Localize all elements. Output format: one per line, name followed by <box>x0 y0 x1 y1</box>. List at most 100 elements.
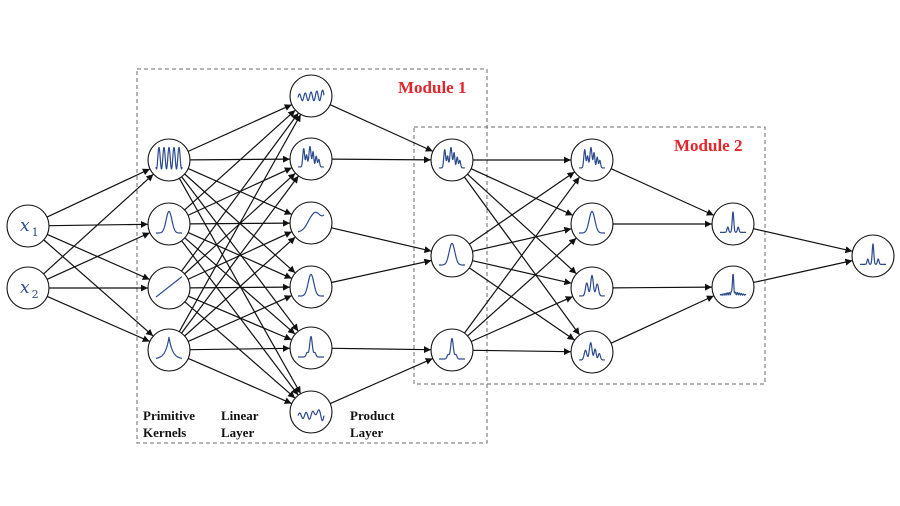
input-x2-symbol: x <box>20 278 30 298</box>
input-to-kernel-edge <box>46 295 150 342</box>
multi-peak-curve-icon <box>297 145 325 168</box>
kernel-to-linear-edge <box>189 344 290 352</box>
product-to-module2-edge <box>467 173 577 274</box>
kernel-to-linear-edge <box>181 175 299 334</box>
kernel-to-linear-edge <box>184 301 296 399</box>
node-primitive-kernels-1 <box>147 138 191 182</box>
module-2-box <box>413 126 766 385</box>
edges <box>43 104 853 405</box>
gaussian-curve-icon <box>297 273 325 297</box>
module-1-label: Module 1 <box>398 78 466 97</box>
linear-to-product-edge <box>331 227 432 253</box>
product-to-module2-edge <box>470 168 573 216</box>
product-to-module2-edge <box>467 237 577 337</box>
node-circle <box>147 202 191 246</box>
input-x1-subscript: 1 <box>32 226 39 239</box>
node-linear-layer-6 <box>289 390 333 434</box>
module2-linear-to-product-edge <box>610 168 714 216</box>
product-to-module2-edge <box>472 226 572 252</box>
spike-peaks-curve-icon <box>719 211 747 233</box>
periodic-curve-icon <box>155 146 183 170</box>
kernel-to-linear-edge <box>187 295 292 343</box>
node-circle <box>711 202 755 246</box>
input-to-kernel-edge <box>46 232 150 280</box>
multi-peak-curve-icon <box>438 146 466 169</box>
node-circle <box>570 138 614 182</box>
caption-linear-line2: Layer <box>221 425 254 440</box>
product-to-output-edge <box>753 228 853 254</box>
linear-to-product-edge <box>329 104 433 152</box>
node-module2-linear-3 <box>570 266 614 310</box>
node-module1-product-1 <box>430 138 474 182</box>
kernel-to-linear-edge <box>184 109 296 211</box>
node-module2-product-2 <box>711 265 755 309</box>
node-circle <box>851 234 895 278</box>
kernel-to-linear-edge <box>181 112 299 272</box>
caption-product-line1: Product <box>350 408 395 423</box>
node-circle <box>147 266 191 310</box>
wavy-curve-icon <box>297 89 325 102</box>
spike-noisy-curve-icon <box>719 273 747 296</box>
node-circle <box>430 138 474 182</box>
kernel-to-linear-edge <box>188 295 292 341</box>
node-module1-product-2 <box>430 234 474 278</box>
linear-to-product-edge <box>331 258 432 284</box>
kernel-to-linear-edge <box>188 357 292 404</box>
node-linear-layer-5 <box>289 326 333 370</box>
module2-linear-to-product-edge <box>610 295 714 344</box>
node-circle <box>289 265 333 309</box>
input-to-kernel-edge <box>43 174 154 275</box>
peaked-curve-icon <box>155 336 183 359</box>
node-circle <box>6 204 50 248</box>
node-linear-layer-4 <box>289 265 333 309</box>
input-x2-subscript: 2 <box>32 288 39 301</box>
node-circle <box>711 265 755 309</box>
kernel-to-linear-edge <box>184 237 296 335</box>
node-circle <box>570 202 614 246</box>
kernel-to-linear-edge <box>184 236 296 337</box>
node-circle <box>147 138 191 182</box>
module2-linear-to-product-edge <box>612 283 712 291</box>
node-primitive-kernels-2 <box>147 202 191 246</box>
node-primitive-kernels-4 <box>147 328 191 372</box>
node-primitive-kernels-3 <box>147 266 191 310</box>
gaussian-curve-icon <box>155 210 183 234</box>
spike-curve-icon <box>297 335 325 358</box>
node-linear-layer-3 <box>289 201 333 245</box>
module-2-label: Module 2 <box>674 136 742 155</box>
product-to-module2-edge <box>470 296 573 343</box>
node-input-2 <box>6 266 50 310</box>
input-to-kernel-edge <box>46 233 150 280</box>
node-module2-linear-2 <box>570 202 614 246</box>
input-to-kernel-edge <box>46 168 150 218</box>
linear-to-product-edge <box>331 156 431 164</box>
mixed-curve-icon <box>578 342 606 361</box>
product-to-module2-edge <box>468 171 575 245</box>
tri-peak-curve-icon <box>578 274 606 297</box>
node-linear-layer-2 <box>289 137 333 181</box>
spike-curve-icon <box>438 337 466 360</box>
gaussian-curve-icon <box>438 242 466 266</box>
node-circle <box>289 137 333 181</box>
node-circle <box>147 328 191 372</box>
caption-linear-line1: Linear <box>221 408 259 423</box>
spike-peaks-curve-icon <box>859 243 887 265</box>
node-input-1 <box>6 204 50 248</box>
linear-to-product-edge <box>329 358 433 405</box>
product-to-module2-edge <box>463 176 580 334</box>
kernel-to-linear-edge <box>178 114 302 332</box>
node-circle <box>570 266 614 310</box>
product-to-module2-edge <box>472 348 571 356</box>
node-output-1 <box>851 234 895 278</box>
node-module2-product-1 <box>711 202 755 246</box>
rising-curve-icon <box>297 211 325 233</box>
caption-primitive-line1: Primitive <box>143 408 195 423</box>
caption-product-line2: Layer <box>350 425 383 440</box>
node-linear-layer-1 <box>289 74 333 118</box>
node-module2-linear-4 <box>570 330 614 374</box>
node-circle <box>430 234 474 278</box>
linear-curve-icon <box>155 276 183 298</box>
